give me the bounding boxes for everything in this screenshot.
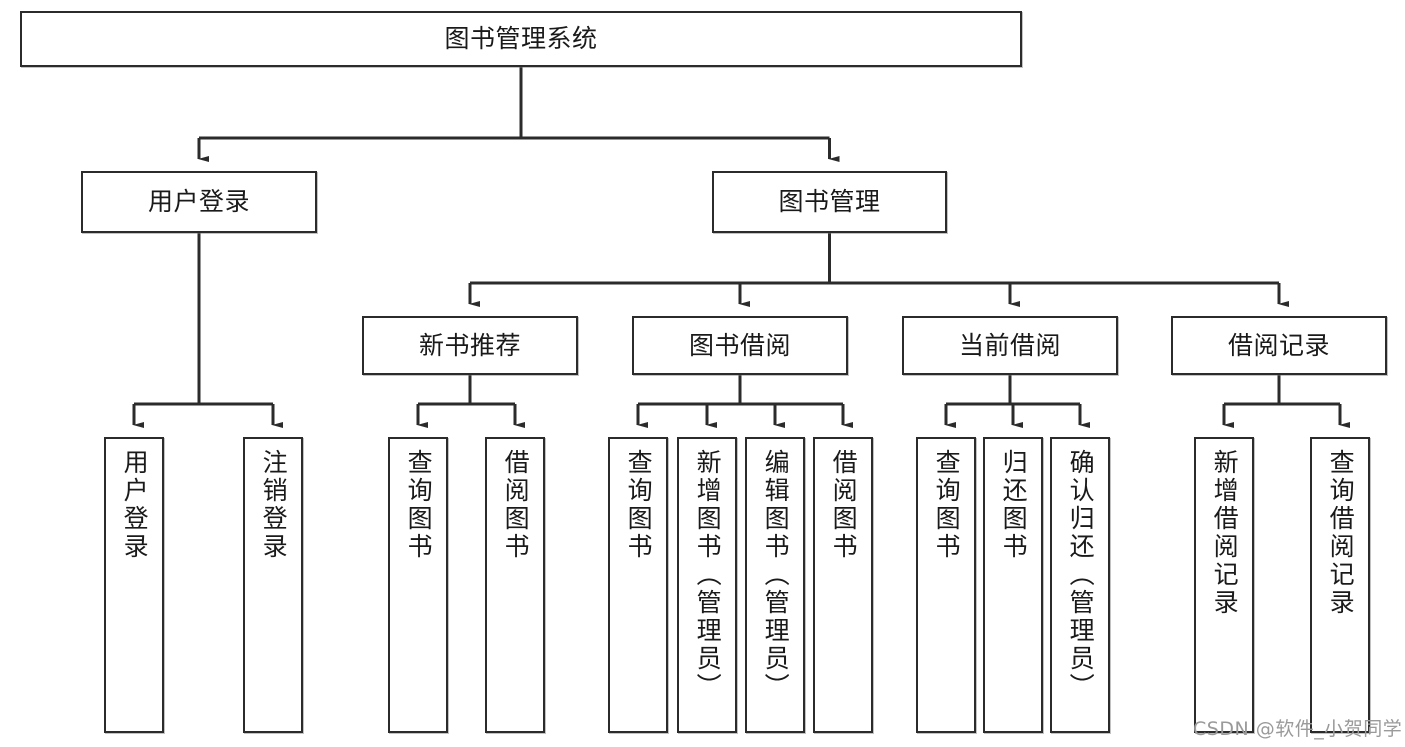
leaf-borrow-book-1[interactable]: 借阅图书 [485,437,545,733]
leaf-user-login[interactable]: 用户登录 [104,437,164,733]
node-current-borrow[interactable]: 当前借阅 [902,316,1118,375]
leaf-query-book-1[interactable]: 查询图书 [388,437,448,733]
node-label: 编辑图书（管理员） [761,449,791,701]
node-label: 查询图书 [404,449,434,561]
csdn-watermark: CSDN @软件_小贺同学 [1193,718,1403,740]
leaf-confirm-return-admin[interactable]: 确认归还（管理员） [1050,437,1110,733]
node-label: 借阅图书 [501,449,531,561]
node-label: 新增借阅记录 [1210,449,1240,617]
node-user-login[interactable]: 用户登录 [81,171,317,233]
node-label: 图书管理 [778,187,881,217]
node-label: 查询借阅记录 [1326,449,1356,617]
leaf-logout[interactable]: 注销登录 [243,437,303,733]
node-label: 用户登录 [120,449,150,561]
node-label: 借阅记录 [1227,330,1330,360]
node-label: 查询图书 [932,449,962,561]
node-book-borrow[interactable]: 图书借阅 [632,316,848,375]
leaf-edit-book-admin[interactable]: 编辑图书（管理员） [745,437,805,733]
node-label: 注销登录 [259,449,289,561]
leaf-add-book-admin[interactable]: 新增图书（管理员） [677,437,737,733]
node-root-system[interactable]: 图书管理系统 [20,11,1022,67]
node-borrow-record[interactable]: 借阅记录 [1171,316,1387,375]
node-book-manage[interactable]: 图书管理 [712,171,947,233]
node-label: 查询图书 [624,449,654,561]
node-label: 借阅图书 [829,449,859,561]
node-label: 当前借阅 [958,330,1061,360]
node-label: 图书借阅 [688,330,791,360]
node-label: 新书推荐 [418,330,521,360]
node-label: 图书管理系统 [444,24,598,54]
leaf-query-book-3[interactable]: 查询图书 [916,437,976,733]
leaf-query-borrow-record[interactable]: 查询借阅记录 [1310,437,1370,733]
node-label: 确认归还（管理员） [1066,449,1096,701]
node-label: 用户登录 [147,187,250,217]
leaf-return-book[interactable]: 归还图书 [983,437,1043,733]
node-new-book-recommend[interactable]: 新书推荐 [362,316,578,375]
leaf-add-borrow-record[interactable]: 新增借阅记录 [1194,437,1254,733]
leaf-borrow-book-2[interactable]: 借阅图书 [813,437,873,733]
leaf-query-book-2[interactable]: 查询图书 [608,437,668,733]
node-label: 新增图书（管理员） [693,449,723,701]
node-label: 归还图书 [999,449,1029,561]
